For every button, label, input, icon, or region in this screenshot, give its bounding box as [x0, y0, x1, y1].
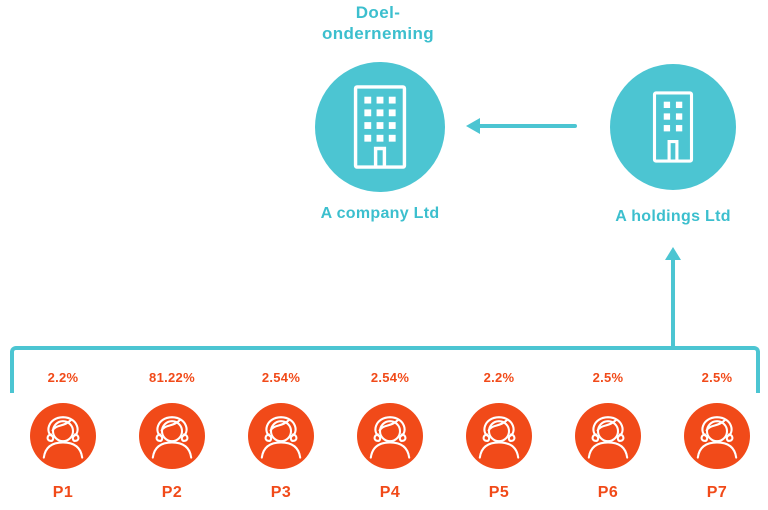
- person-node: 2.2% P1: [8, 370, 118, 510]
- arrow-up-head-icon: [665, 247, 681, 260]
- person-avatar: [575, 403, 641, 469]
- building-icon: [651, 90, 695, 164]
- diagram-title: Doel- onderneming: [278, 2, 478, 44]
- ownership-arrow-horizontal: [478, 124, 577, 128]
- holding-company-label: A holdings Ltd: [615, 208, 731, 225]
- person-node: 2.54% P3: [226, 370, 336, 510]
- person-label: P3: [270, 484, 292, 501]
- person-label: P7: [706, 484, 728, 501]
- person-avatar: [30, 403, 96, 469]
- shareholders-bracket: [10, 346, 760, 393]
- ownership-percent: 2.54%: [370, 370, 410, 385]
- target-company-label: A company Ltd: [320, 205, 440, 222]
- person-node: 81.22% P2: [117, 370, 227, 510]
- woman-icon: [253, 408, 309, 464]
- diagram-title-line2: onderneming: [321, 24, 435, 43]
- target-company-node: [315, 62, 445, 192]
- diagram-title-line1: Doel-: [355, 3, 401, 22]
- woman-icon: [362, 408, 418, 464]
- woman-icon: [471, 408, 527, 464]
- person-node: 2.5% P6: [553, 370, 663, 510]
- person-node: 2.54% P4: [335, 370, 445, 510]
- person-label: P5: [488, 484, 510, 501]
- ownership-percent: 2.54%: [261, 370, 301, 385]
- person-label: P4: [379, 484, 401, 501]
- ownership-percent: 2.2%: [483, 370, 515, 385]
- building-icon: [352, 84, 408, 170]
- person-label: P6: [597, 484, 619, 501]
- ownership-percent: 2.5%: [592, 370, 624, 385]
- person-avatar: [357, 403, 423, 469]
- ownership-arrow-vertical: [671, 258, 675, 347]
- woman-icon: [689, 408, 745, 464]
- person-avatar: [466, 403, 532, 469]
- arrow-left-head-icon: [466, 118, 480, 134]
- woman-icon: [144, 408, 200, 464]
- person-node: 2.2% P5: [444, 370, 554, 510]
- person-node: 2.5% P7: [662, 370, 768, 510]
- ownership-percent: 2.2%: [47, 370, 79, 385]
- woman-icon: [580, 408, 636, 464]
- ownership-percent: 81.22%: [149, 370, 195, 385]
- person-avatar: [248, 403, 314, 469]
- person-label: P2: [161, 484, 183, 501]
- person-label: P1: [52, 484, 74, 501]
- woman-icon: [35, 408, 91, 464]
- person-avatar: [139, 403, 205, 469]
- person-avatar: [684, 403, 750, 469]
- holding-company-node: [610, 64, 736, 190]
- ownership-percent: 2.5%: [701, 370, 733, 385]
